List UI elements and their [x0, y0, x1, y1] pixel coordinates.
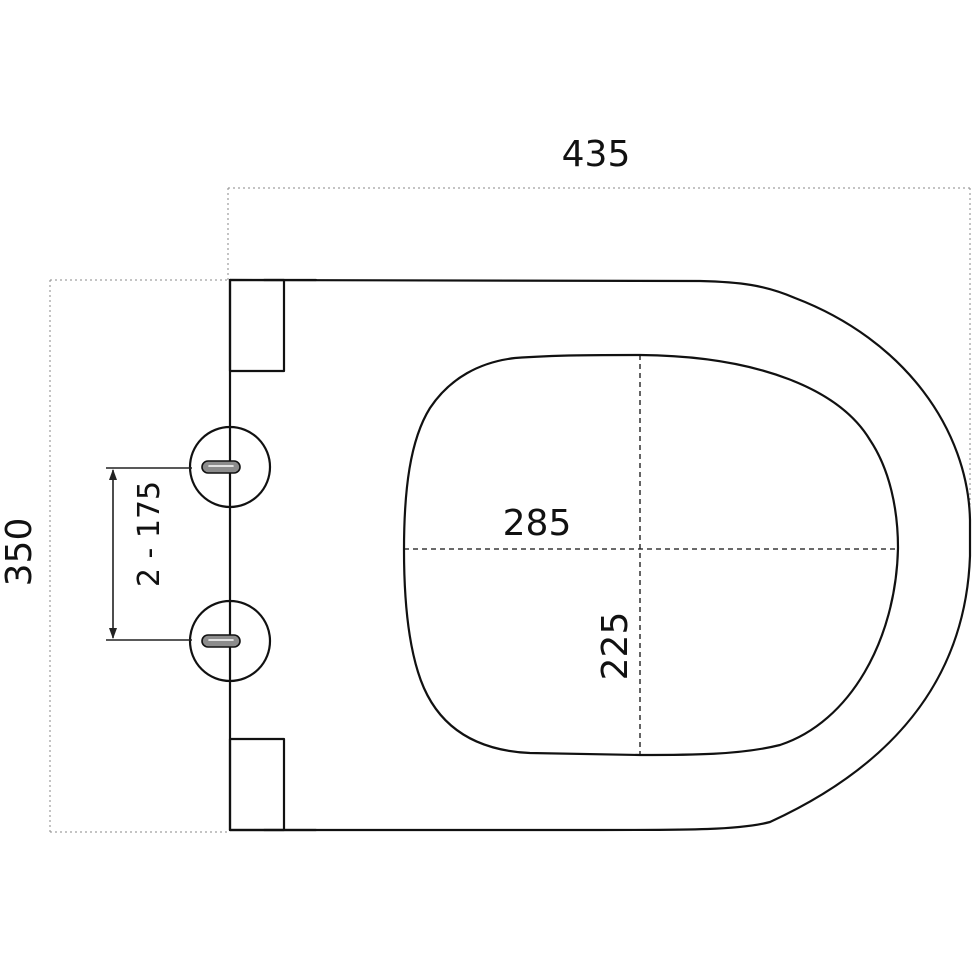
bottom-hinge-knob [188, 599, 272, 683]
top-knob-slot [201, 460, 241, 474]
top-hinge-bracket [228, 278, 318, 373]
top-bracket-box [228, 278, 286, 373]
hinge-spacing-label: 2 - 175 [132, 481, 167, 587]
seat-opening-outline [402, 353, 900, 757]
top-hinge-knob [188, 425, 272, 509]
seat-outer-outline [228, 278, 972, 832]
hinge-spacing-dimension [106, 467, 192, 641]
top-knob-circle [188, 425, 272, 509]
overall-length-label: 435 [562, 134, 631, 175]
hinge-spacing-arrow-bottom [109, 628, 117, 639]
overall-width-label: 350 [0, 518, 40, 587]
bottom-knob-slot [201, 634, 241, 648]
opening-length-label: 285 [503, 503, 572, 544]
bottom-bracket-box [228, 737, 286, 832]
opening-width-label: 225 [595, 612, 636, 681]
bottom-hinge-bracket [228, 737, 318, 832]
bottom-knob-circle [188, 599, 272, 683]
extension-lines [49, 187, 971, 833]
hinge-spacing-arrow-top [109, 469, 117, 480]
